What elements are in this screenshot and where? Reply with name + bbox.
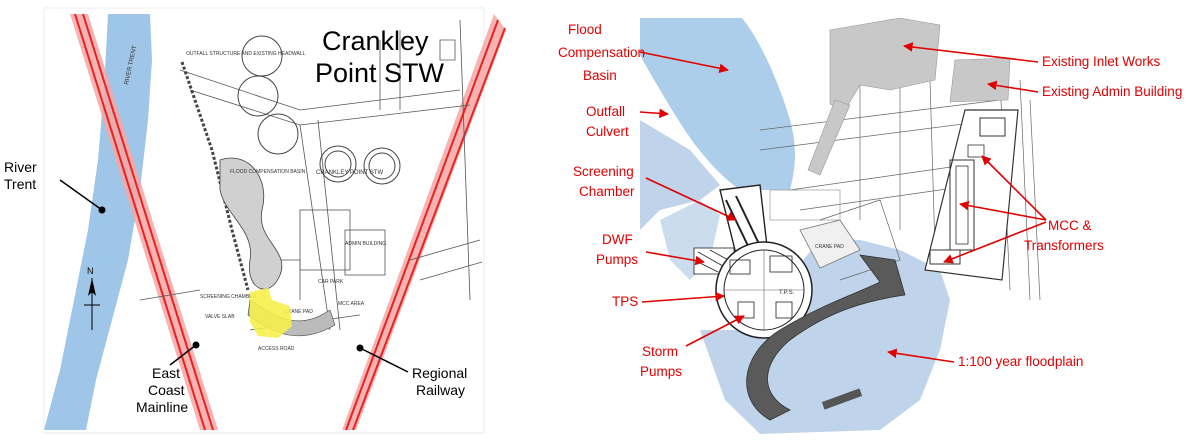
- rr-label-line1: Regional: [412, 365, 467, 381]
- screen-bar-2: [735, 195, 761, 247]
- mcc-label-line2: Transformers: [1024, 238, 1104, 253]
- north-label: N: [87, 266, 94, 276]
- river-leader: [59, 179, 103, 211]
- screening-plan-text: SCREENING CHAMBER: [200, 294, 257, 300]
- right-annotations: Flood Compensation Basin Outfall Culvert…: [558, 22, 1182, 379]
- screening-label-line1: Screening: [573, 164, 634, 179]
- rr-rail-1: [345, 19, 499, 431]
- outfall-label-line2: Culvert: [586, 124, 629, 139]
- screening-label-line2: Chamber: [579, 184, 635, 199]
- ecm-label-line2: Coast: [148, 382, 185, 398]
- dwf-arrow: [645, 251, 705, 266]
- floodplain-label: 1:100 year floodplain: [958, 354, 1083, 369]
- inlet-works-arrow: [903, 42, 1039, 63]
- crane-pad-shape: [799, 219, 861, 269]
- rr-rail-2: [352, 27, 506, 431]
- access-road-right: [746, 254, 906, 421]
- crane-pad-plan-text: CRANE PAD: [284, 309, 313, 315]
- ecm-label-line3: Mainline: [136, 399, 188, 415]
- river-leader-dot: [98, 206, 106, 214]
- floodplain-arrow: [887, 348, 955, 363]
- admin-building-label: Existing Admin Building: [1042, 84, 1182, 99]
- rr-leader-dot: [356, 344, 364, 352]
- screening-arrow: [645, 177, 737, 221]
- tps-center-text: T.P.S.: [779, 290, 795, 296]
- tps-label: TPS: [612, 294, 638, 309]
- flood-comp-basin-left: [219, 157, 283, 290]
- rr-leader: [359, 347, 409, 373]
- rr-label-line2: Railway: [416, 382, 465, 398]
- dwf-label-line1: DWF: [602, 232, 633, 247]
- tps-structure: T.P.S.: [715, 241, 813, 339]
- river-label-line2: Trent: [4, 176, 36, 192]
- river-label-line1: River: [4, 159, 37, 175]
- mcc-area-plan-text: MCC AREA: [338, 301, 365, 307]
- flood-comp-basin-right: [640, 18, 795, 190]
- ecm-leader-dot: [192, 341, 200, 349]
- right-panel: T.P.S. CRANE PAD Flood Compensation Basi…: [558, 14, 1182, 434]
- valve-slab-plan-text: VALVE SLAB: [205, 314, 235, 320]
- floodplain-left-strip: [640, 120, 720, 230]
- outfall-structure-right: [821, 388, 863, 410]
- existing-admin-building: [949, 57, 1011, 103]
- mcc-compound: [924, 109, 1019, 281]
- ecm-label-line1: East: [152, 365, 180, 381]
- left-tanks: [237, 35, 401, 185]
- tps-arrow: [641, 291, 725, 303]
- mcc-arrow-3: [943, 221, 1047, 264]
- outfall-plan-text: OUTFALL STRUCTURE AND EXISTING HEADWALL: [186, 51, 306, 57]
- mcc-label-line1: MCC &: [1048, 218, 1092, 233]
- flood-label-line3: Basin: [583, 68, 617, 83]
- ecm-rail-1: [74, 13, 206, 431]
- crane-pad-right-text: CRANE PAD: [815, 244, 844, 250]
- north-arrow: N: [84, 266, 100, 330]
- mcc-arrow-1: [981, 155, 1047, 221]
- crankley-point-plan-text: CRANKLEY POINT STW: [316, 170, 383, 176]
- storm-label-line2: Pumps: [640, 364, 682, 379]
- site-title-line2: Point STW: [315, 58, 445, 88]
- left-panel: RIVER TRENT: [4, 7, 506, 434]
- flood-label-line1: Flood: [568, 22, 602, 37]
- tps-highlight-left: [250, 288, 292, 338]
- left-plan-linework: [139, 19, 483, 331]
- river-trent-shape: [44, 14, 152, 430]
- mcc-arrow-2: [959, 200, 1047, 221]
- access-road-plan-text: ACCESS ROAD: [258, 346, 295, 352]
- storm-arrow: [685, 315, 745, 347]
- outfall-label-line1: Outfall: [586, 104, 625, 119]
- flood-comp-plan-text: FLOOD COMPENSATION BASIN: [230, 169, 306, 175]
- flood-arrow: [639, 51, 729, 73]
- admin-building-arrow: [987, 80, 1039, 93]
- inlet-channel: [807, 99, 851, 176]
- outfall-culvert-line: [180, 61, 250, 291]
- dwf-label-line2: Pumps: [596, 252, 638, 267]
- site-title-line1: Crankley: [322, 26, 429, 56]
- flood-label-line2: Compensation: [558, 45, 645, 60]
- inlet-works-label: Existing Inlet Works: [1042, 54, 1161, 69]
- outfall-arrow: [639, 108, 669, 119]
- screen-bar-1: [725, 199, 751, 251]
- storm-label-line1: Storm: [642, 344, 678, 359]
- car-park-plan-text: CAR PARK: [318, 279, 344, 285]
- ecm-leader: [169, 344, 197, 366]
- admin-plan-text: ADMIN BUILDING: [345, 241, 386, 247]
- ecm-rail-2: [82, 13, 214, 431]
